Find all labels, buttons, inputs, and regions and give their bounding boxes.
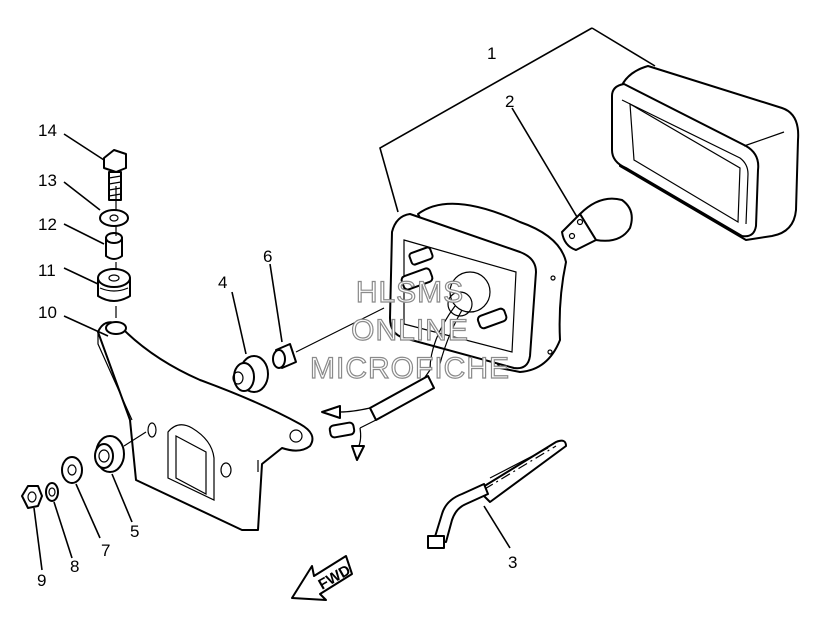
callout-3: 3 [508, 553, 517, 572]
callout-8: 8 [70, 557, 79, 576]
callout-12: 12 [38, 215, 57, 234]
grommet-11 [63, 267, 131, 302]
callout-14: 14 [38, 121, 57, 140]
tail-lamp-lens-cover [611, 65, 800, 241]
leader-line-1 [379, 27, 656, 213]
watermark-line2: ONLINE [351, 314, 469, 347]
watermark: HLSMS ONLINE MICROFICHE [309, 275, 510, 385]
forward-arrow: FWD [291, 555, 354, 601]
callout-9: 9 [37, 571, 46, 590]
spring-washer-8 [45, 482, 73, 559]
bolt-14 [63, 133, 127, 201]
callout-5: 5 [130, 522, 139, 541]
collar-12 [63, 223, 123, 260]
callout-1: 1 [487, 44, 496, 63]
callout-7: 7 [101, 541, 110, 560]
watermark-line3: MICROFICHE [310, 352, 510, 385]
grommet-4 [231, 291, 269, 393]
wire-harness [321, 375, 435, 461]
washer-7 [61, 456, 101, 539]
watermark-line1: HLSMS [356, 276, 464, 309]
callout-13: 13 [38, 171, 57, 190]
callout-6: 6 [263, 247, 272, 266]
tail-lamp-housing [389, 202, 567, 396]
collar-6 [269, 263, 385, 369]
callout-4: 4 [218, 273, 227, 292]
leader-line-2 [511, 107, 581, 223]
callout-11: 11 [38, 261, 56, 280]
bracket-10 [63, 315, 314, 531]
callout-10: 10 [38, 303, 57, 322]
callout-2: 2 [505, 92, 514, 111]
grommet-5 [94, 431, 147, 523]
bulb [561, 197, 633, 251]
nut-9 [21, 485, 43, 571]
cable-band [427, 439, 567, 549]
washer-13 [63, 181, 129, 227]
